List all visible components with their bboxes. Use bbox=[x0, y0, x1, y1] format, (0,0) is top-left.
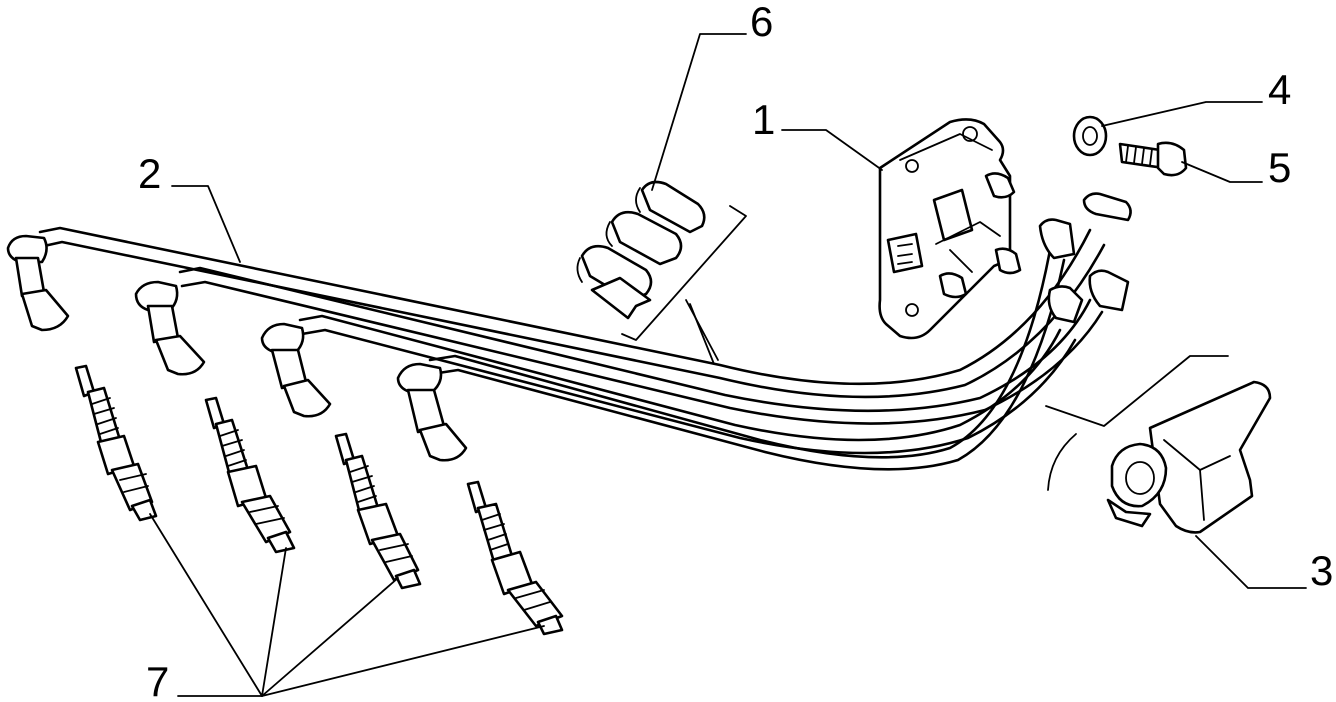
spark-plug-2 bbox=[204, 396, 296, 554]
callout-1: 1 bbox=[752, 96, 775, 143]
callout-3: 3 bbox=[1310, 547, 1333, 594]
coil-end-terminals bbox=[1038, 192, 1132, 324]
callout-labels: 1 2 3 4 5 6 7 bbox=[138, 0, 1333, 702]
leader-lines bbox=[149, 33, 1307, 697]
wire-support bbox=[1045, 355, 1272, 534]
callout-6: 6 bbox=[750, 0, 773, 45]
wire-clip bbox=[576, 180, 747, 365]
screw bbox=[1118, 141, 1188, 177]
callout-4: 4 bbox=[1268, 66, 1291, 113]
plug-boot-3 bbox=[260, 322, 332, 418]
plug-boot-2 bbox=[134, 280, 206, 376]
spark-plug-3 bbox=[334, 432, 422, 590]
callout-5: 5 bbox=[1268, 144, 1291, 191]
callout-2: 2 bbox=[138, 150, 161, 197]
spark-plug-1 bbox=[74, 364, 158, 522]
ignition-wire-harness bbox=[6, 192, 1132, 471]
ignition-coil bbox=[878, 118, 1022, 340]
callout-7: 7 bbox=[146, 658, 169, 702]
spark-plug-4 bbox=[466, 480, 564, 636]
plug-boot-1 bbox=[6, 234, 70, 332]
washer bbox=[1072, 115, 1108, 157]
plug-boot-4 bbox=[396, 362, 468, 462]
